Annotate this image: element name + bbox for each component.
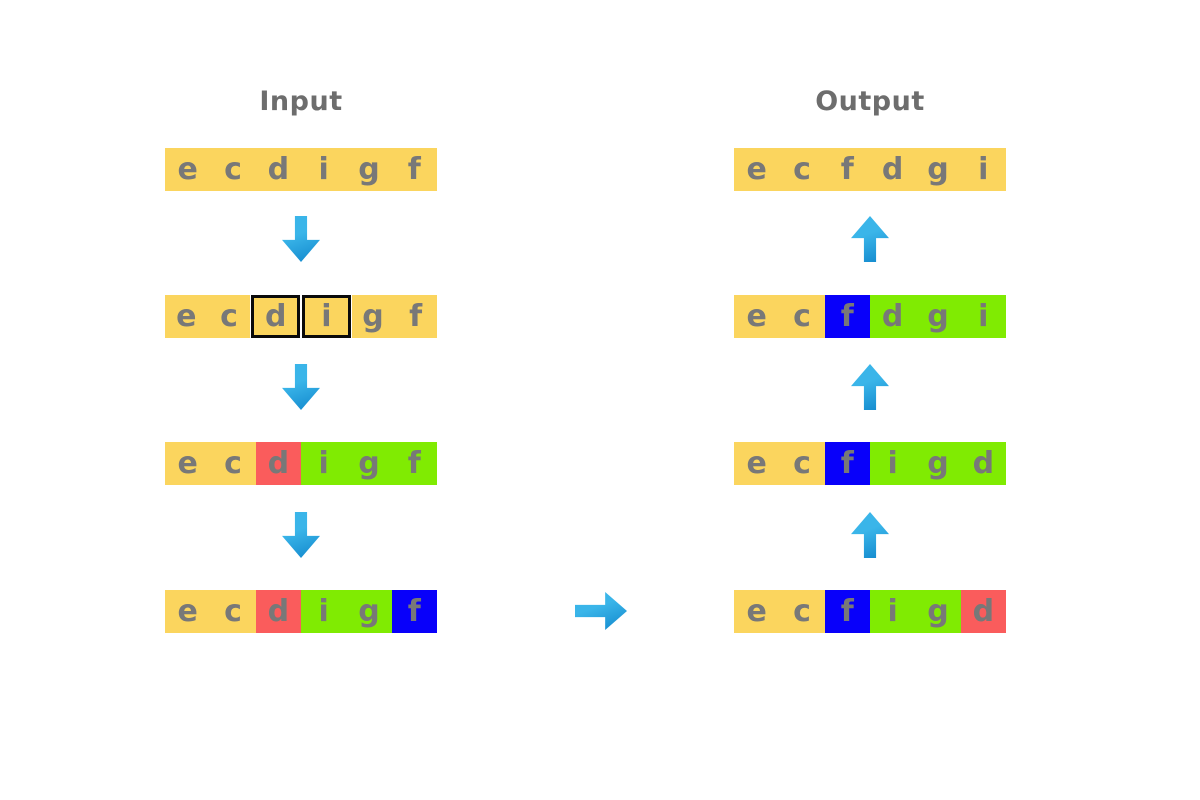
down-arrow-icon	[282, 216, 320, 262]
cell-g: g	[351, 295, 395, 338]
cell-i: i	[302, 295, 351, 338]
up-arrow-icon	[851, 364, 889, 410]
cell-d: d	[960, 442, 1006, 485]
cell-d: d	[960, 590, 1006, 633]
cell-d: d	[255, 590, 301, 633]
cell-i: i	[300, 148, 347, 191]
cell-e: e	[734, 148, 780, 191]
cell-c: c	[210, 148, 256, 191]
cell-e: e	[165, 590, 211, 633]
cell-i: i	[300, 442, 347, 485]
cell-c: c	[207, 295, 251, 338]
cell-e: e	[734, 590, 780, 633]
cell-f: f	[824, 442, 870, 485]
cell-c: c	[779, 295, 825, 338]
cell-g: g	[915, 295, 961, 338]
cell-c: c	[779, 590, 825, 633]
cell-e: e	[165, 148, 211, 191]
cell-e: e	[165, 295, 208, 338]
cell-d: d	[869, 148, 916, 191]
cell-i: i	[869, 590, 916, 633]
cell-f: f	[391, 442, 437, 485]
cell-g: g	[915, 442, 961, 485]
cell-f: f	[824, 148, 870, 191]
cell-g: g	[346, 148, 392, 191]
input-title: Input	[259, 86, 343, 117]
cell-f: f	[824, 295, 870, 338]
cell-f: f	[391, 148, 437, 191]
cell-f: f	[824, 590, 870, 633]
cell-d: d	[255, 442, 301, 485]
cell-i: i	[869, 442, 916, 485]
down-arrow-icon	[282, 512, 320, 558]
cell-d: d	[869, 295, 916, 338]
cell-c: c	[210, 590, 256, 633]
cell-d: d	[255, 148, 301, 191]
down-arrow-icon	[282, 364, 320, 410]
cell-c: c	[779, 442, 825, 485]
cell-c: c	[779, 148, 825, 191]
up-arrow-icon	[851, 512, 889, 558]
cell-i: i	[960, 295, 1006, 338]
up-arrow-icon	[851, 216, 889, 262]
cell-c: c	[210, 442, 256, 485]
cell-i: i	[960, 148, 1006, 191]
cell-f: f	[391, 590, 437, 633]
output-title: Output	[815, 86, 925, 117]
right-arrow-icon	[575, 592, 627, 630]
cell-g: g	[346, 590, 392, 633]
cell-e: e	[734, 442, 780, 485]
cell-e: e	[734, 295, 780, 338]
cell-g: g	[915, 148, 961, 191]
cell-g: g	[346, 442, 392, 485]
cell-g: g	[915, 590, 961, 633]
cell-e: e	[165, 442, 211, 485]
cell-i: i	[300, 590, 347, 633]
cell-f: f	[394, 295, 438, 338]
cell-d: d	[251, 295, 301, 338]
